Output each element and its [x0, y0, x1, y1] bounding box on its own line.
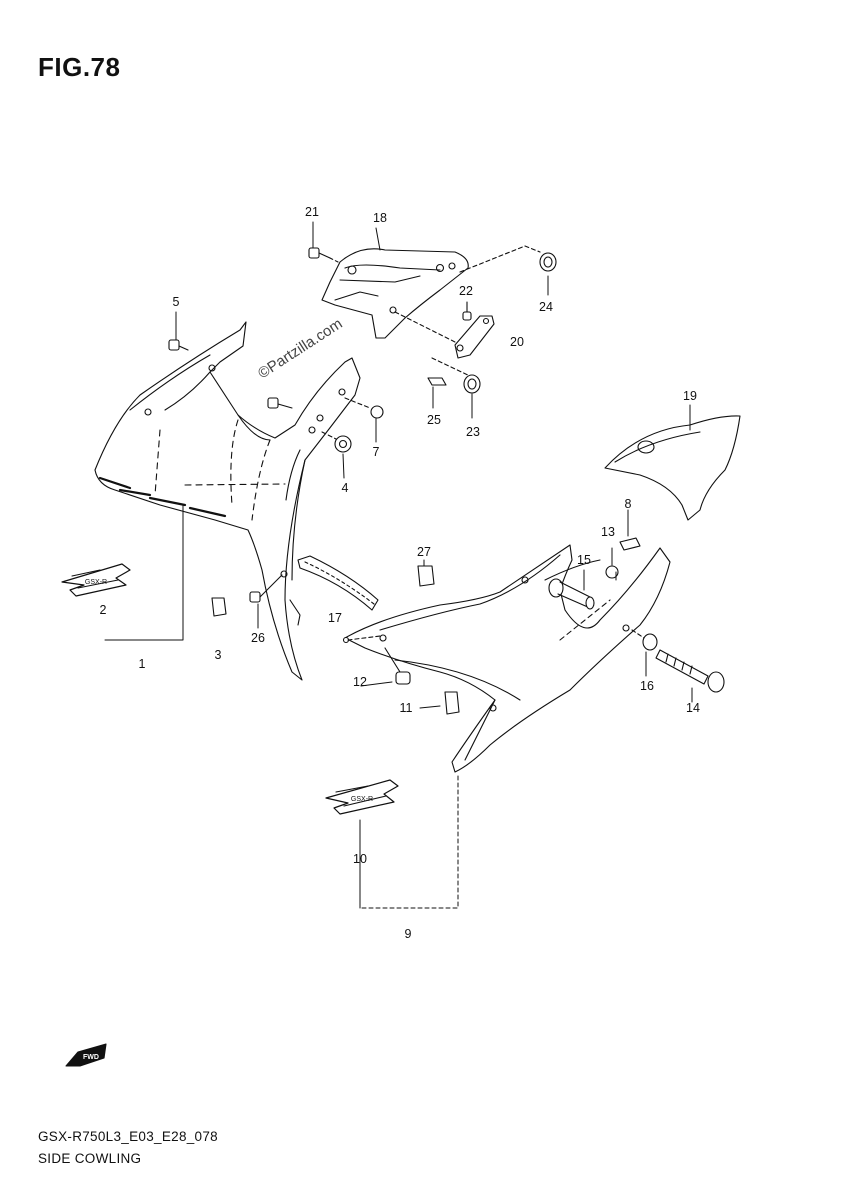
part-8-clip — [619, 537, 641, 551]
part-20-bracket — [394, 311, 495, 359]
part-14-bolt — [655, 649, 725, 693]
callout-24: 24 — [539, 300, 553, 314]
callout-5: 5 — [173, 295, 180, 309]
part-21-screw — [308, 247, 339, 263]
callout-26: 26 — [251, 631, 265, 645]
part-5-screw — [168, 339, 189, 351]
fwd-arrow-icon: FWD — [65, 1043, 107, 1067]
callout-22: 22 — [459, 284, 473, 298]
callout-13: 13 — [601, 525, 615, 539]
callout-19: 19 — [683, 389, 697, 403]
part-17-clip — [342, 635, 381, 644]
callout-15: 15 — [577, 553, 591, 567]
leader-lines — [104, 221, 693, 909]
callout-2: 2 — [100, 603, 107, 617]
callout-14: 14 — [686, 701, 700, 715]
callout-18: 18 — [373, 211, 387, 225]
svg-text:GSX-R: GSX-R — [85, 579, 107, 586]
part-7-nut — [344, 397, 384, 419]
part-27-clip — [417, 565, 435, 587]
part-16-collar — [631, 629, 658, 651]
callout-labels: 1 2 3 4 5 7 8 9 10 11 12 13 14 15 16 17 … — [100, 205, 700, 941]
callout-3: 3 — [215, 648, 222, 662]
callout-4: 4 — [342, 481, 349, 495]
part-9-lower-cowling — [344, 544, 671, 773]
callout-23: 23 — [466, 425, 480, 439]
callout-11: 11 — [400, 701, 413, 715]
part-26-screw — [249, 570, 288, 603]
part-3-strip — [297, 555, 379, 611]
part-15-bolt — [548, 578, 595, 610]
callout-20: 20 — [510, 335, 524, 349]
part-11-clip — [444, 691, 460, 715]
callout-21: 21 — [305, 205, 319, 219]
callout-8: 8 — [625, 497, 632, 511]
part-1-upper-cowling — [94, 321, 361, 681]
part-4-nut — [321, 431, 352, 453]
svg-text:FWD: FWD — [83, 1054, 99, 1061]
gsxr-decal-icon: GSX-R — [325, 779, 399, 815]
callout-7: 7 — [373, 445, 380, 459]
part-screw-upper — [267, 397, 293, 409]
part-12-screw — [384, 647, 411, 685]
figure-title: FIG.78 — [38, 52, 121, 82]
diagram-code: GSX-R750L3_E03_E28_078 — [38, 1129, 218, 1144]
callout-12: 12 — [353, 675, 367, 689]
callout-17: 17 — [328, 611, 342, 625]
svg-text:GSX-R: GSX-R — [351, 796, 373, 803]
part-19-cover — [604, 415, 741, 521]
part-24-grommet — [459, 245, 557, 273]
part-13-grommet — [605, 565, 619, 579]
callout-27: 27 — [417, 545, 431, 559]
callout-1: 1 — [139, 657, 146, 671]
part-3-clip — [211, 597, 227, 617]
callout-10: 10 — [353, 852, 367, 866]
part-23-grommet — [431, 357, 481, 394]
callout-25: 25 — [427, 413, 441, 427]
part-25-clip — [427, 377, 447, 386]
part-18-inner-cover — [321, 248, 469, 339]
callout-9: 9 — [405, 927, 412, 941]
callout-16: 16 — [640, 679, 654, 693]
section-name: SIDE COWLING — [38, 1151, 142, 1166]
gsxr-decal-icon: GSX-R — [61, 563, 131, 597]
part-22-screw — [462, 301, 472, 321]
